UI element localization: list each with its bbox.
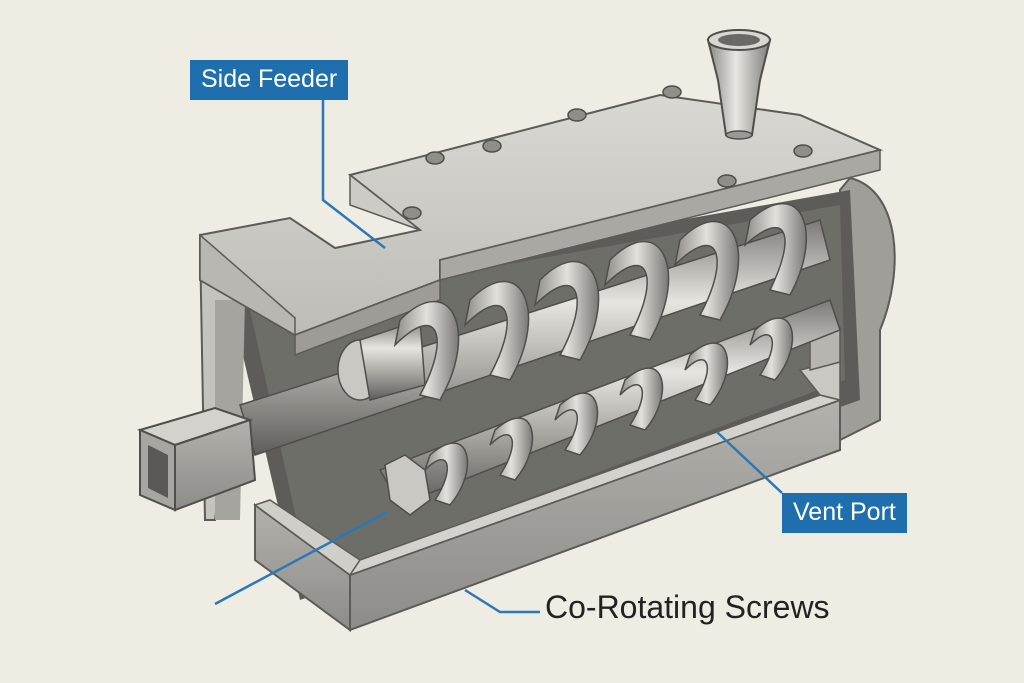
co-rotating-screws-label: Co-Rotating Screws [545,589,830,625]
vent-port-label: Vent Port [782,493,907,533]
barrel-housing [198,93,896,632]
side-feeder-leader [321,92,386,249]
side-feeder-label: Side Feeder [190,60,349,100]
leader-lines [214,92,783,614]
bolt-icon [402,85,813,220]
co-rotating-screws [137,202,841,516]
feed-port-icon [706,29,772,140]
vent-port-leader [716,431,783,494]
screws-leader-main [214,510,388,606]
screws-leader-base [464,588,540,614]
